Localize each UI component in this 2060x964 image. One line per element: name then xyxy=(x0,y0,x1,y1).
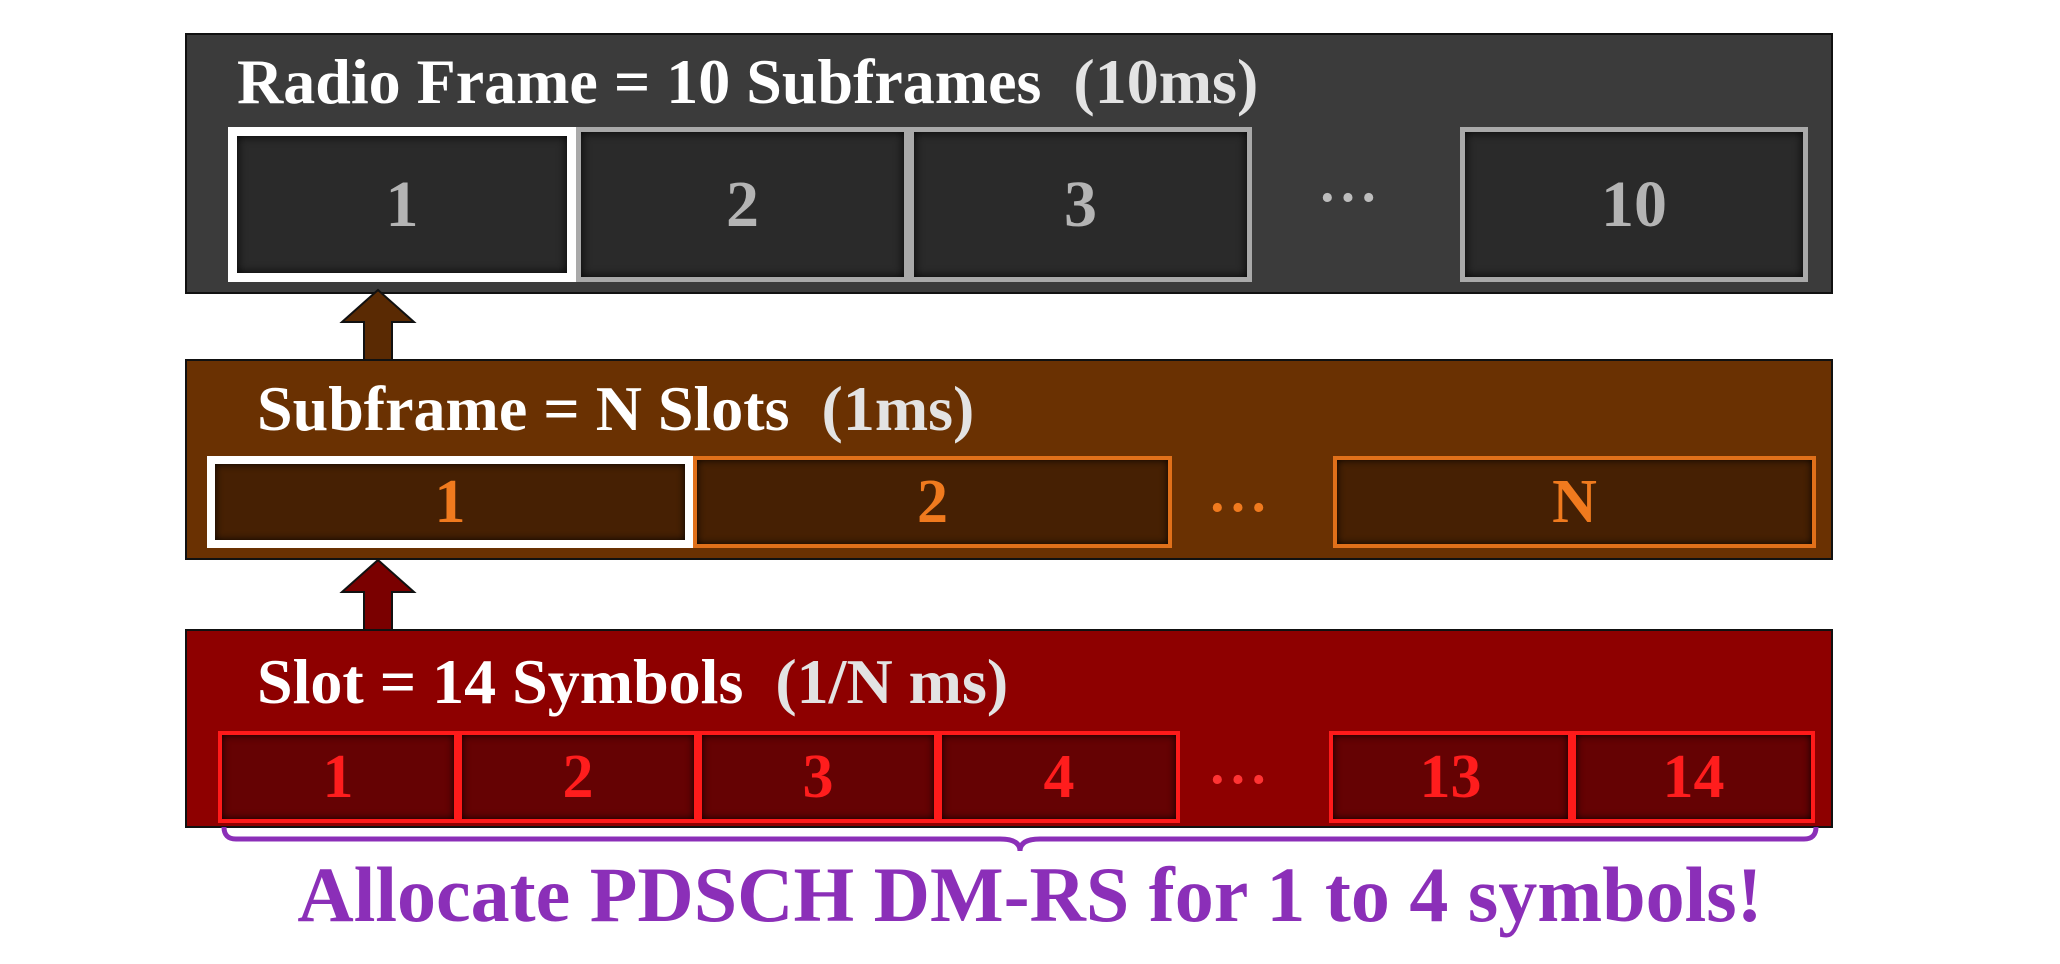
slot-title-text: Slot = 14 Symbols xyxy=(257,646,744,717)
symbol-box-3: 3 xyxy=(698,731,938,823)
slot-ellipsis: ··· xyxy=(1208,749,1271,811)
slot-duration: (1/N ms) xyxy=(775,646,1009,717)
radio-frame-title: Radio Frame = 10 Subframes (10ms) xyxy=(237,50,1258,114)
subframe-box-10: 10 xyxy=(1460,127,1808,282)
radio-frame-title-text: Radio Frame = 10 Subframes xyxy=(237,46,1042,117)
slot-box-n: N xyxy=(1333,456,1816,548)
subframe-title-text: Subframe = N Slots xyxy=(257,373,790,444)
up-arrow-icon xyxy=(339,558,417,633)
up-arrow-icon xyxy=(339,288,417,363)
subframe-box-3: 3 xyxy=(909,127,1252,282)
subframe-ellipsis: ··· xyxy=(1208,477,1271,539)
subframe-duration: (1ms) xyxy=(821,373,975,444)
slot-box-1: 1 xyxy=(207,456,693,548)
radio-frame-duration: (10ms) xyxy=(1073,46,1259,117)
slot-title: Slot = 14 Symbols (1/N ms) xyxy=(257,650,1008,714)
symbol-box-14: 14 xyxy=(1572,731,1815,823)
subframe-box-1: 1 xyxy=(228,127,576,282)
bracket-icon xyxy=(221,826,1819,852)
symbol-box-4: 4 xyxy=(938,731,1180,823)
footer-note: Allocate PDSCH DM-RS for 1 to 4 symbols! xyxy=(297,851,1763,938)
subframe-box-2: 2 xyxy=(576,127,909,282)
radio-frame-ellipsis: ··· xyxy=(1318,167,1381,229)
subframe-title: Subframe = N Slots (1ms) xyxy=(257,377,974,441)
slot-box-2: 2 xyxy=(693,456,1172,548)
symbol-box-13: 13 xyxy=(1329,731,1572,823)
symbol-box-2: 2 xyxy=(458,731,698,823)
symbol-box-1: 1 xyxy=(218,731,458,823)
